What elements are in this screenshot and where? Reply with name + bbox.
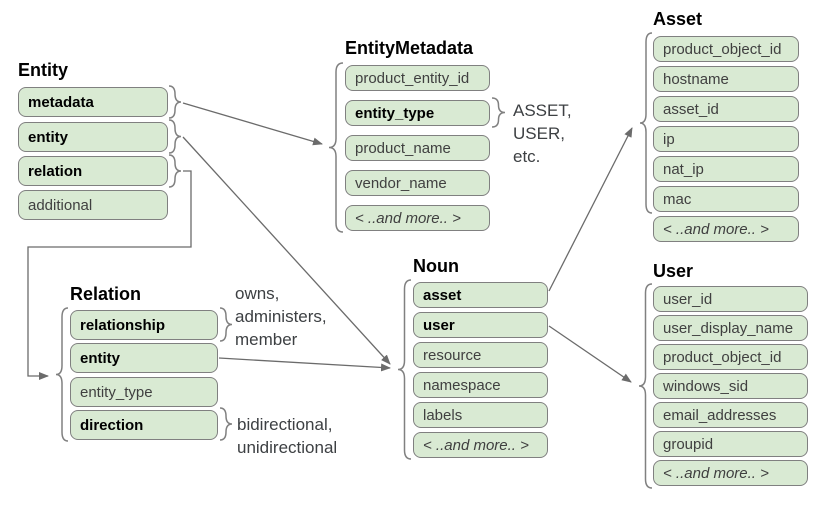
field-mac: mac (653, 186, 799, 212)
field-product-object-id: product_object_id (653, 36, 799, 62)
field-hostname: hostname (653, 66, 799, 92)
brace-entity-relation-field (168, 154, 182, 188)
field-product-name: product_name (345, 135, 490, 161)
field-email-addresses: email_addresses (653, 402, 808, 428)
arrow-relation-to-relation (27, 170, 192, 380)
brace-entity-entity-field (168, 119, 182, 154)
brace-relationship-field (219, 307, 233, 342)
field-relationship: relationship (70, 310, 218, 340)
annotation-relationship-values: owns, administers, member (235, 282, 327, 351)
annotation-line: USER, (513, 124, 565, 143)
brace-entity-type-field (491, 97, 506, 128)
arrow-relation-entity-to-noun (218, 357, 391, 372)
field-entity: entity (70, 343, 218, 373)
field-entity: entity (18, 122, 168, 152)
annotation-line: etc. (513, 147, 541, 166)
table-entity: Entity metadata entity relation additional (18, 60, 168, 224)
brace-entitymetadata-left (328, 62, 344, 233)
table-title: Noun (413, 256, 459, 276)
field-and-more: < ..and more.. > (653, 216, 799, 242)
table-entity-metadata: EntityMetadata product_entity_id entity_t… (345, 38, 490, 235)
field-direction: direction (70, 410, 218, 440)
table-title: Relation (70, 284, 142, 304)
field-asset-id: asset_id (653, 96, 799, 122)
brace-entity-metadata-field (168, 85, 182, 119)
field-labels: labels (413, 402, 548, 428)
brace-asset-left (639, 32, 653, 214)
field-vendor-name: vendor_name (345, 170, 490, 196)
table-title: EntityMetadata (345, 38, 474, 58)
table-title: Asset (653, 9, 703, 29)
field-user: user (413, 312, 548, 338)
field-resource: resource (413, 342, 548, 368)
field-entity-type: entity_type (70, 377, 218, 407)
annotation-entity-type-values: ASSET, USER, etc. (513, 99, 572, 168)
field-groupid: groupid (653, 431, 808, 457)
annotation-direction-values: bidirectional, unidirectional (237, 413, 337, 459)
field-windows-sid: windows_sid (653, 373, 808, 399)
brace-user-left (638, 283, 653, 489)
annotation-line: unidirectional (237, 438, 338, 457)
field-user-display-name: user_display_name (653, 315, 808, 341)
field-relation: relation (18, 156, 168, 186)
field-ip: ip (653, 126, 799, 152)
field-asset: asset (413, 282, 548, 308)
field-entity-type: entity_type (345, 100, 490, 126)
annotation-line: member (235, 330, 298, 349)
field-product-object-id: product_object_id (653, 344, 808, 370)
field-user-id: user_id (653, 286, 808, 312)
table-title: Entity (18, 60, 69, 80)
table-user: User user_id user_display_name product_obj… (653, 261, 808, 490)
field-and-more: < ..and more.. > (653, 460, 808, 486)
brace-direction-field (219, 407, 233, 441)
brace-relation-left (55, 307, 69, 442)
field-metadata: metadata (18, 87, 168, 117)
annotation-line: bidirectional, (237, 415, 333, 434)
annotation-line: administers, (235, 307, 327, 326)
arrow-noun-asset-to-asset (548, 127, 633, 292)
arrow-noun-user-to-user (548, 325, 632, 383)
field-namespace: namespace (413, 372, 548, 398)
table-noun: Noun asset user resource namespace labels < .… (413, 256, 548, 462)
arrow-metadata-to-entitymetadata (182, 102, 323, 146)
field-additional: additional (18, 190, 168, 220)
field-product-entity-id: product_entity_id (345, 65, 490, 91)
arrow-entity-to-noun (182, 136, 391, 365)
annotation-line: ASSET, (513, 101, 572, 120)
brace-noun-left (397, 279, 412, 460)
field-nat-ip: nat_ip (653, 156, 799, 182)
annotation-line: owns, (235, 284, 280, 303)
field-and-more: < ..and more.. > (345, 205, 490, 231)
field-and-more: < ..and more.. > (413, 432, 548, 458)
table-title: User (653, 261, 694, 281)
